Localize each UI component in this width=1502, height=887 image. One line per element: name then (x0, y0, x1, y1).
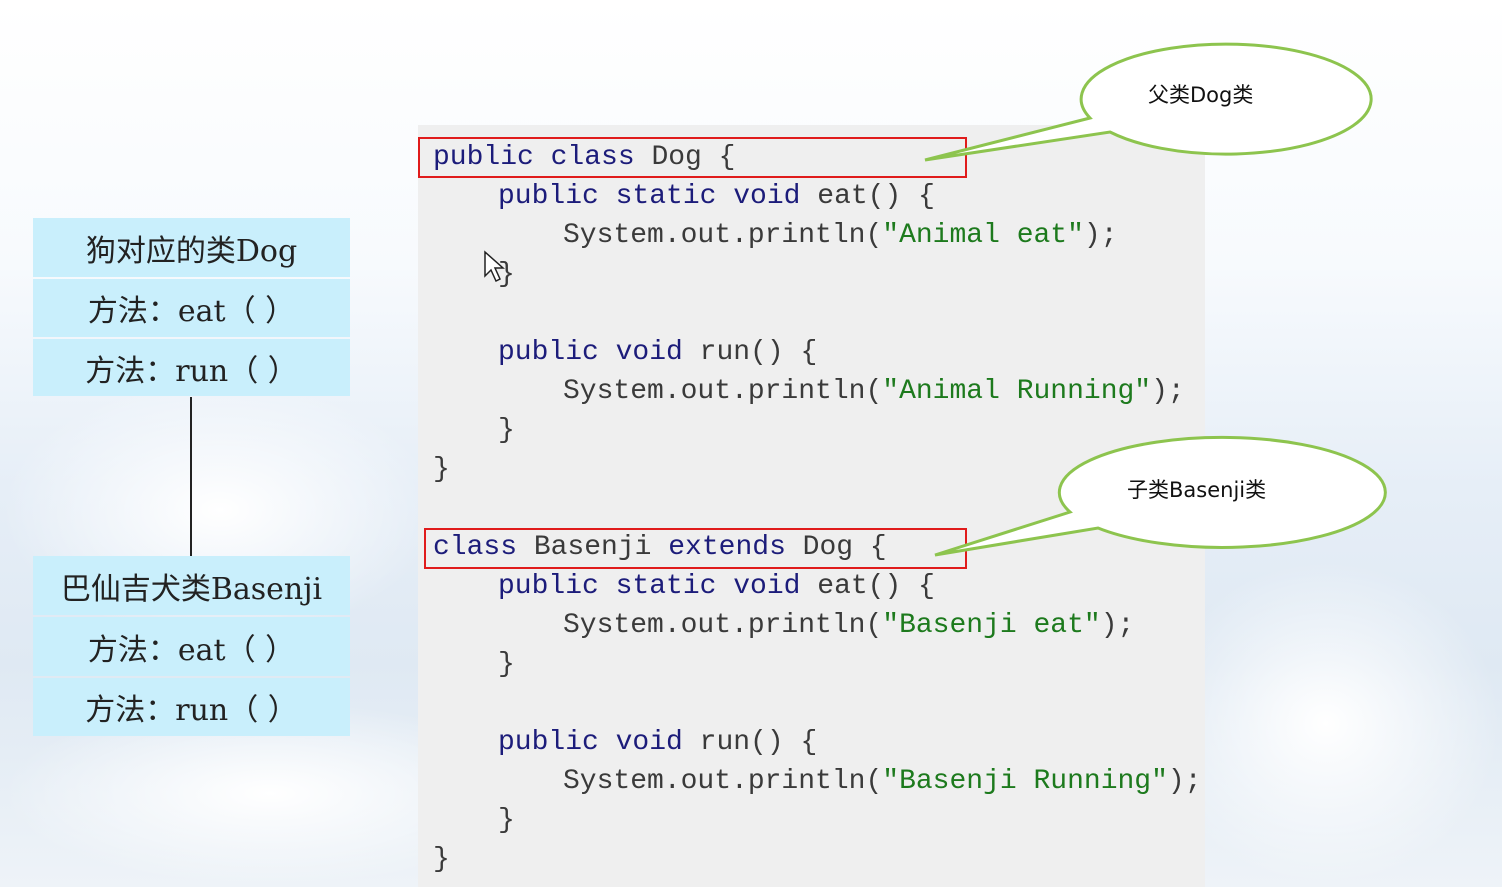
parent-class-title: 狗对应的类Dog (33, 218, 350, 277)
code-text: System.out.println( (563, 766, 883, 797)
code-text: System.out.println( (563, 220, 883, 251)
code-line: System.out.println("Basenji Running"); (563, 762, 1202, 801)
child-callout-text: 子类Basenji类 (1127, 478, 1267, 502)
code-text: run() { (699, 337, 818, 368)
code-keyword: class (433, 532, 534, 563)
code-text: } (498, 805, 515, 836)
code-string: "Animal Running" (882, 376, 1152, 407)
code-keyword: public static void (498, 181, 818, 212)
code-text: System.out.println( (563, 376, 883, 407)
code-line: } (498, 411, 515, 450)
mouse-cursor-icon (484, 250, 505, 283)
code-string: "Basenji Running" (882, 766, 1168, 797)
code-text: ); (1151, 376, 1185, 407)
parent-callout-bubble (924, 42, 1373, 162)
code-text: } (433, 844, 450, 875)
code-text: eat() { (817, 181, 935, 212)
code-text: Basenji (533, 532, 669, 563)
code-line: } (433, 450, 450, 489)
code-text: eat() { (817, 571, 935, 602)
code-text: ); (1100, 610, 1135, 641)
cloud-decoration (1150, 560, 1502, 887)
code-text: System.out.println( (563, 610, 883, 641)
code-keyword: public void (498, 727, 700, 758)
code-line: System.out.println("Basenji eat"); (563, 606, 1134, 645)
code-line: System.out.println("Animal eat"); (563, 216, 1118, 255)
code-line: } (498, 801, 515, 840)
parent-class-highlight (418, 137, 967, 178)
code-text: } (498, 649, 515, 680)
code-line: } (433, 840, 450, 879)
code-line: public static void eat() { (498, 177, 935, 216)
parent-callout-text: 父类Dog类 (1148, 83, 1254, 107)
code-text: } (498, 415, 515, 446)
code-line: public class Dog { (433, 138, 735, 177)
code-keyword: public void (498, 337, 700, 368)
child-method-eat: 方法：eat（ ） (33, 617, 350, 676)
code-line: public void run() { (498, 723, 817, 762)
code-text: ); (1167, 766, 1202, 797)
code-keyword: public static void (498, 571, 818, 602)
code-keyword: public class (433, 142, 652, 173)
child-callout-bubble (934, 435, 1387, 557)
code-line: public static void eat() { (498, 567, 935, 606)
code-string: "Basenji eat" (882, 610, 1101, 641)
child-method-run: 方法：run（ ） (33, 678, 350, 736)
code-line: } (498, 645, 515, 684)
code-string: "Animal eat" (882, 220, 1084, 251)
code-line: public void run() { (498, 333, 817, 372)
code-line: System.out.println("Animal Running"); (563, 372, 1185, 411)
parent-method-eat: 方法：eat（ ） (33, 279, 350, 337)
code-text: ); (1083, 220, 1118, 251)
child-class-title: 巴仙吉犬类Basenji (33, 556, 350, 615)
parent-method-run: 方法：run（ ） (33, 339, 350, 396)
code-keyword: extends (668, 532, 803, 563)
inheritance-connector (190, 397, 192, 556)
code-text: Dog { (651, 142, 736, 173)
code-text: run() { (699, 727, 818, 758)
code-line: class Basenji extends Dog { (433, 528, 887, 567)
code-text: } (433, 454, 450, 485)
code-text: Dog { (802, 532, 887, 563)
